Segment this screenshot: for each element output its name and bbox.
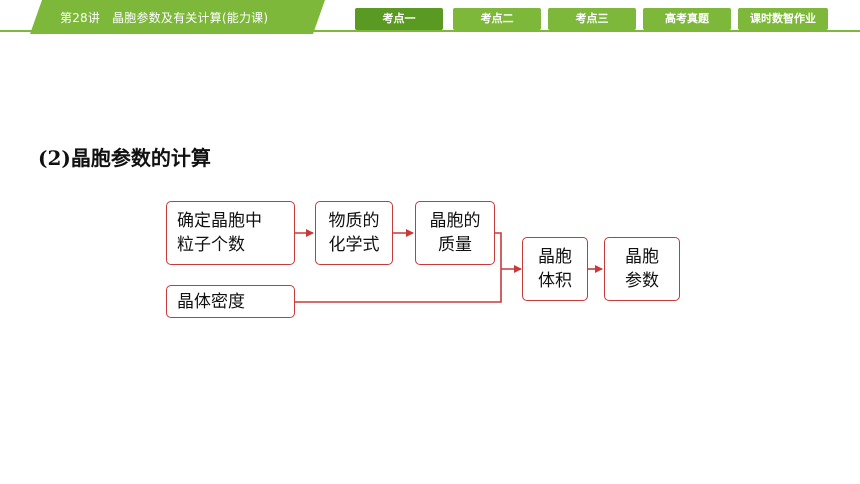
box-crystal-density-line1: 晶体密度 (177, 291, 245, 312)
box-cell-parameter: 晶胞 参数 (604, 237, 680, 301)
tab-kaodian-3[interactable]: 考点三 (548, 8, 636, 30)
box-chemical-formula-line1: 物质的 (328, 211, 380, 231)
lesson-name: 晶胞参数及有关计算(能力课) (112, 11, 269, 25)
box-cell-parameter-line2: 参数 (625, 271, 659, 291)
tab-homework[interactable]: 课时数智作业 (738, 8, 828, 30)
box-chemical-formula-line2: 化学式 (328, 235, 380, 255)
box-cell-mass-line2: 质量 (438, 235, 472, 255)
section-heading: (2)晶胞参数的计算 (38, 146, 211, 170)
connector-box3-down (495, 232, 502, 269)
box-cell-parameter-line1: 晶胞 (625, 247, 659, 267)
box-chemical-formula: 物质的 化学式 (315, 201, 393, 265)
lesson-number: 第28讲 (60, 11, 101, 25)
box-cell-volume-line1: 晶胞 (538, 247, 572, 267)
box-cell-mass-line1: 晶胞的 (429, 211, 481, 231)
tab-gaokao-zhenti[interactable]: 高考真题 (643, 8, 731, 30)
box-particle-count: 确定晶胞中 粒子个数 (166, 201, 295, 265)
header-divider (0, 30, 860, 32)
tab-kaodian-1[interactable]: 考点一 (355, 8, 443, 30)
box-particle-count-line1: 确定晶胞中 (177, 211, 262, 231)
header-banner: 第28讲晶胞参数及有关计算(能力课) (0, 0, 860, 34)
box-particle-count-line2: 粒子个数 (177, 235, 245, 255)
connector-box4-up (295, 269, 502, 303)
box-crystal-density: 晶体密度 (166, 285, 295, 318)
lesson-title: 第28讲晶胞参数及有关计算(能力课) (60, 9, 268, 26)
box-cell-volume: 晶胞 体积 (522, 237, 588, 301)
box-cell-mass: 晶胞的 质量 (415, 201, 495, 265)
tab-kaodian-2[interactable]: 考点二 (453, 8, 541, 30)
box-cell-volume-line2: 体积 (538, 271, 572, 291)
lesson-title-banner (30, 0, 325, 34)
